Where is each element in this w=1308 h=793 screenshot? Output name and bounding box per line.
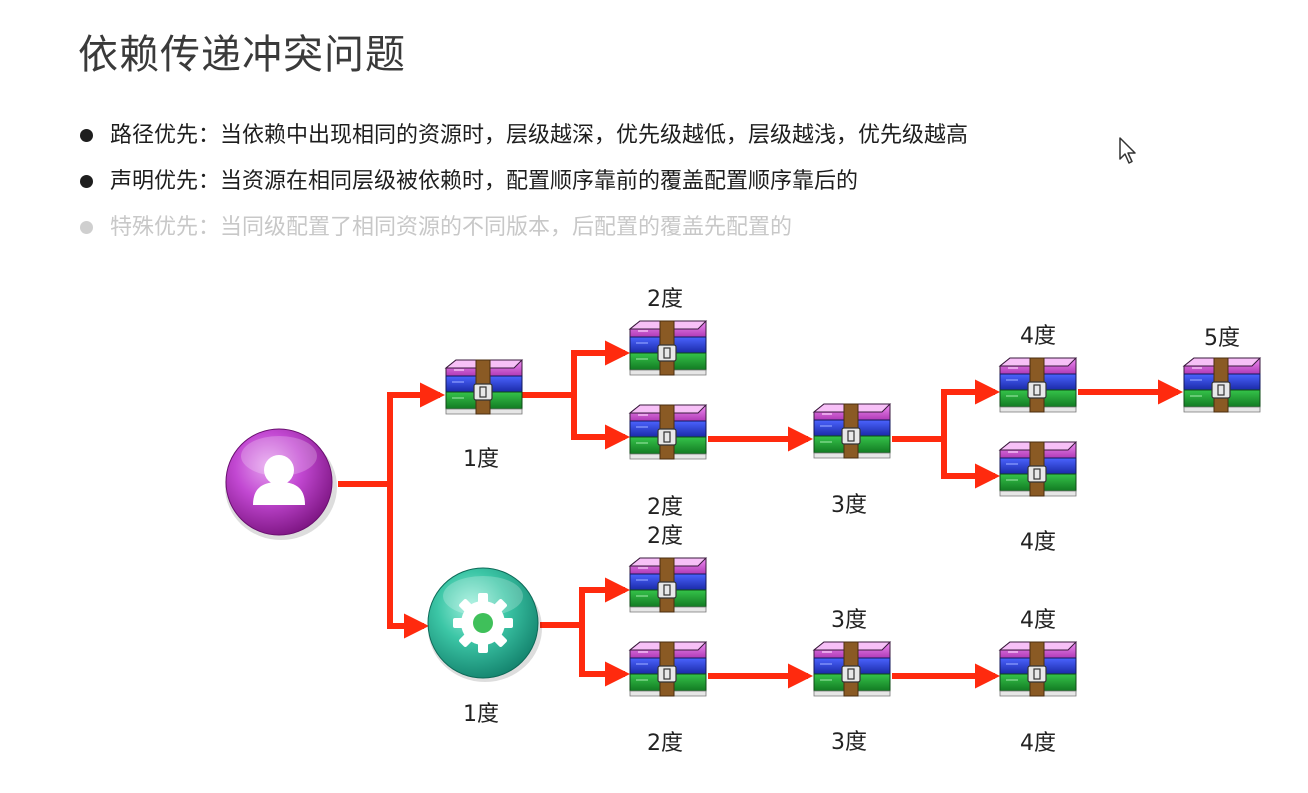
archive-icon-d1	[999, 357, 1077, 413]
user-icon	[253, 455, 305, 505]
arrow-config-to-b4	[579, 625, 631, 687]
rule-text: 特殊优先：当同级配置了相同资源的不同版本，后配置的覆盖先配置的	[110, 215, 793, 240]
rules-list: 路径优先：当依赖中出现相同的资源时，层级越深，优先级越低，层级越浅，优先级越高 …	[78, 115, 968, 253]
arrow-config-to-b3	[579, 577, 631, 625]
rule-declaration-priority: 声明优先：当资源在相同层级被依赖时，配置顺序靠前的覆盖配置顺序靠后的	[78, 161, 968, 207]
degree-label: 3度	[831, 493, 867, 518]
archive-icon-d2	[999, 441, 1077, 497]
mouse-cursor-icon	[1119, 137, 1136, 164]
degree-label: 2度	[647, 287, 683, 312]
archive-icon-c2	[813, 641, 891, 697]
arrow-a1-to-b1	[571, 340, 631, 395]
degree-label: 2度	[647, 731, 683, 756]
user-node	[225, 428, 337, 540]
degree-label: 5度	[1204, 326, 1240, 351]
degree-label: 4度	[1020, 324, 1056, 349]
dependency-arrows	[338, 340, 1184, 689]
arrow-a1-to-b2	[571, 395, 631, 450]
degree-label: 1度	[463, 447, 499, 472]
degree-label: 1度	[463, 702, 499, 727]
degree-label: 4度	[1020, 608, 1056, 633]
bullet-dot	[80, 221, 93, 234]
degree-label: 2度	[647, 495, 683, 520]
config-node	[427, 567, 542, 682]
rule-text: 声明优先：当资源在相同层级被依赖时，配置顺序靠前的覆盖配置顺序靠后的	[110, 169, 859, 194]
page-title: 依赖传递冲突问题	[78, 32, 406, 78]
rule-special-priority: 特殊优先：当同级配置了相同资源的不同版本，后配置的覆盖先配置的	[78, 207, 968, 253]
rule-path-priority: 路径优先：当依赖中出现相同的资源时，层级越深，优先级越低，层级越浅，优先级越高	[78, 115, 968, 161]
degree-label: 4度	[1020, 530, 1056, 555]
degree-label: 2度	[647, 524, 683, 549]
gear-icon	[453, 593, 513, 653]
archive-icon-b2	[629, 404, 707, 460]
archive-icon-b1	[629, 320, 707, 376]
archive-icon-c1	[813, 403, 891, 459]
rule-text: 路径优先：当依赖中出现相同的资源时，层级越深，优先级越低，层级越浅，优先级越高	[110, 123, 969, 148]
arrow-c1-to-d1	[941, 379, 1001, 439]
bullet-dot	[80, 129, 93, 142]
bullet-dot	[80, 175, 93, 188]
archive-icon-b4	[629, 641, 707, 697]
arrow-user-to-a1	[387, 382, 446, 484]
archive-icon-e1	[1183, 357, 1261, 413]
degree-label: 3度	[831, 608, 867, 633]
archive-icon-d3	[999, 641, 1077, 697]
archive-icon-a1	[445, 359, 523, 415]
degree-label: 3度	[831, 730, 867, 755]
archive-icon-b3	[629, 557, 707, 613]
arrow-c1-to-d2	[941, 439, 1001, 489]
degree-label: 4度	[1020, 731, 1056, 756]
arrow-user-to-config	[387, 484, 430, 639]
